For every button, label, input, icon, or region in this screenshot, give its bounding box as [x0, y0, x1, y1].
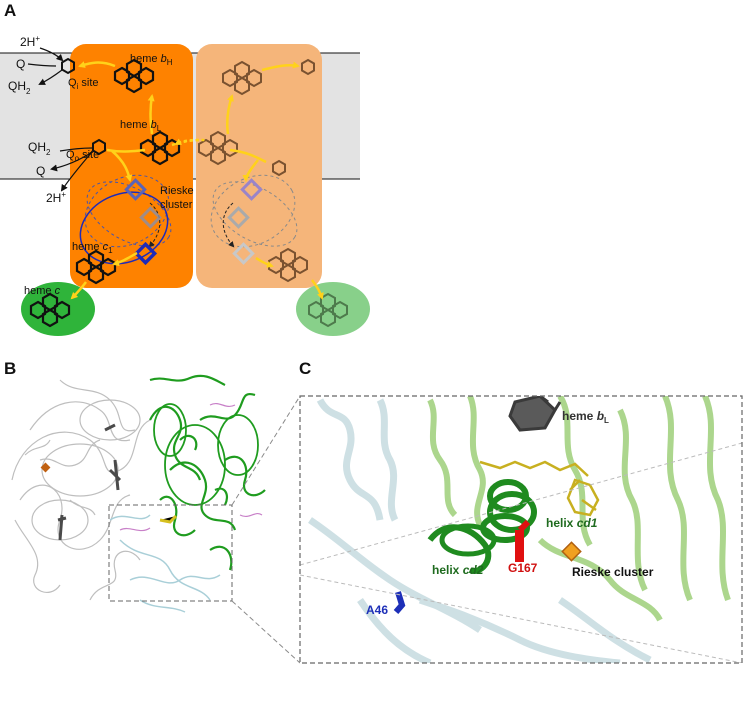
proton-in-label: 2H+ [20, 34, 40, 49]
panel-c-heme-bl-label: heme bL [562, 409, 609, 425]
qo-quinone-light-icon [272, 159, 286, 177]
yellow-ligand [159, 514, 178, 524]
rieske-cluster-top [124, 178, 147, 201]
panel-a-schematic: 2H+ Q QH2 Qi site heme bH heme bL QH2 Qo… [0, 34, 370, 336]
panel-b-protein-overview [11, 374, 301, 664]
pink-loops [119, 402, 263, 532]
light-blue-ribbons [109, 514, 221, 613]
rieske-cluster-mid [139, 206, 162, 229]
zoom-box [108, 504, 233, 602]
quinone-proton-arrows [27, 47, 95, 192]
rieske-motion-paths [79, 174, 172, 265]
rieske-cluster-light-top [240, 178, 263, 201]
grey-monomer-ribbons [11, 379, 151, 601]
cofactor-sticks [57, 423, 122, 541]
yellow-ligand-c [479, 460, 600, 517]
pale-green-helices [427, 396, 731, 622]
panel-c-frame [299, 395, 743, 664]
helix-cd2-label: helix cd2 [432, 563, 484, 577]
panel-label-c: C [299, 359, 311, 378]
qh2-mid-label: QH2 [28, 140, 51, 157]
g167-bend [517, 519, 531, 533]
dark-green-helices [427, 479, 537, 574]
rieske-cluster-label: Rieske cluster [572, 565, 654, 579]
zoom-guide-bottom [231, 600, 301, 664]
rieske-cluster-bottom [133, 241, 158, 266]
a46-residue [393, 591, 406, 614]
panel-label-b: B [4, 359, 16, 378]
zoom-guide-top [231, 395, 301, 506]
qi-site-label: Qi site [68, 77, 99, 91]
a46-label: A46 [366, 603, 388, 617]
proton-out-label: 2H+ [46, 190, 66, 205]
monomer-dark [70, 44, 193, 288]
qi-quinone-light-icon [301, 58, 315, 76]
g167-residue [515, 530, 524, 562]
rieske-cluster-light-mid [227, 206, 250, 229]
qi-quinone-icon [61, 57, 75, 75]
heme-bl-structure [508, 396, 562, 432]
electron-transfer-arrows [70, 61, 324, 300]
heme-c1-label: heme c1 [72, 241, 113, 255]
monomer-light [196, 44, 322, 288]
heme-bh-label: heme bH [130, 53, 173, 67]
pale-blue-ribbons [308, 398, 652, 663]
qh2-top-label: QH2 [8, 79, 31, 96]
green-monomer-ribbons [149, 374, 266, 571]
zoom-ray-lower [300, 574, 742, 663]
qo-site-label: Qo site [66, 149, 99, 163]
rieske-cluster-c [561, 541, 582, 562]
panel-label-a: A [4, 1, 16, 20]
helix-cd1-label: helix cd1 [546, 516, 598, 530]
q-top-label: Q [16, 57, 25, 71]
rieske-label-line1: Rieske [160, 185, 194, 197]
panel-c-zoom-view [300, 396, 742, 663]
heme-c-label: heme c [24, 285, 61, 297]
g167-label: G167 [508, 561, 538, 575]
rieske-motion-paths-light [210, 174, 298, 248]
qo-quinone-icon [92, 138, 106, 156]
q-mid-label: Q [36, 164, 45, 178]
rieske-cluster-light-bottom [232, 242, 255, 265]
rieske-label-line2: cluster [160, 199, 193, 211]
heme-bl-label: heme bL [120, 119, 162, 133]
